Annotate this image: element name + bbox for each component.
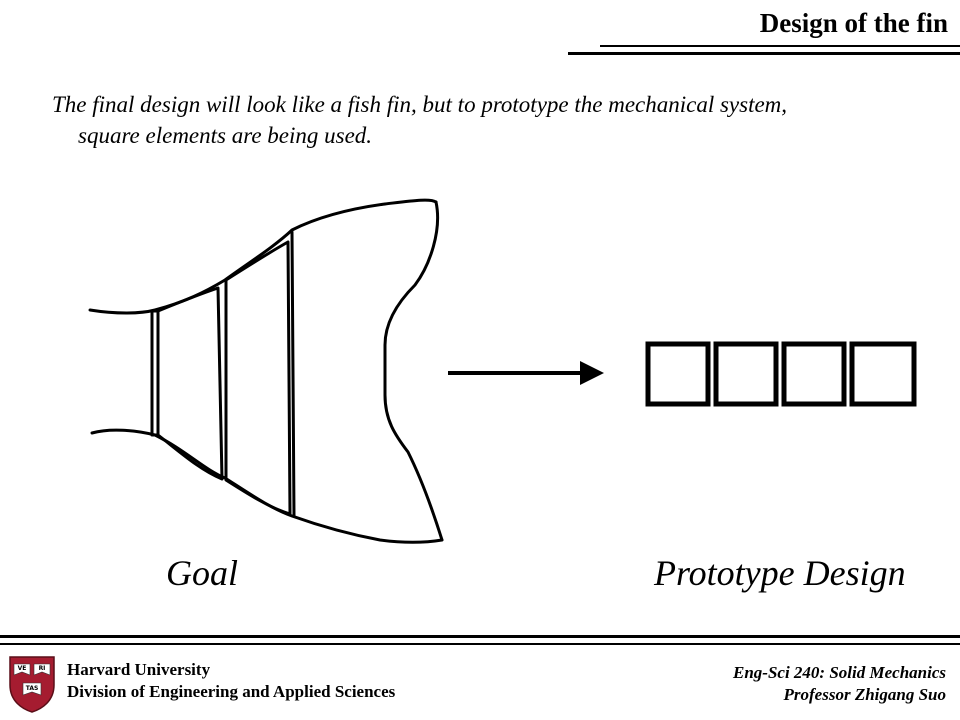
- fin-bottom-outline: [90, 428, 444, 544]
- fish-fin-drawing: [88, 198, 444, 544]
- harvard-crest-icon: VE RI TAS: [9, 656, 55, 713]
- intro-line-1: The final design will look like a fish f…: [52, 92, 788, 117]
- intro-line-2: square elements are being used.: [78, 123, 373, 148]
- footer-professor: Professor Zhigang Suo: [783, 685, 946, 704]
- crest-letters-ve: VE: [18, 665, 27, 672]
- footer-institution: Harvard University Division of Engineeri…: [67, 659, 395, 703]
- footer-rule-bottom: [0, 643, 960, 645]
- square-element-4: [849, 341, 917, 407]
- crest-letters-ri: RI: [39, 665, 46, 672]
- crest-letters-tas: TAS: [26, 685, 39, 692]
- footer-division: Division of Engineering and Applied Scie…: [67, 682, 396, 701]
- fin-trailing-edge: [383, 200, 444, 542]
- intro-text: The final design will look like a fish f…: [52, 89, 932, 151]
- title-rule-top: [600, 45, 960, 47]
- footer-course-info: Eng-Sci 240: Solid Mechanics Professor Z…: [733, 662, 946, 706]
- square-element-1: [645, 341, 711, 407]
- prototype-label: Prototype Design: [654, 553, 906, 593]
- square-elements-drawing: [645, 341, 917, 407]
- fin-segment-2: [156, 286, 224, 481]
- footer-course: Eng-Sci 240: Solid Mechanics: [733, 663, 946, 682]
- square-element-2: [713, 341, 779, 407]
- footer-rule-top: [0, 635, 960, 638]
- title-rule-bottom: [568, 52, 960, 55]
- goal-label: Goal: [166, 553, 238, 593]
- right-arrow-icon: [448, 361, 604, 385]
- fin-segment-4: [290, 230, 296, 518]
- square-element-3: [781, 341, 847, 407]
- footer-university: Harvard University: [67, 660, 211, 679]
- slide-title: Design of the fin: [759, 8, 948, 38]
- fin-segment-3: [224, 240, 292, 516]
- fin-segment-1: [150, 309, 160, 437]
